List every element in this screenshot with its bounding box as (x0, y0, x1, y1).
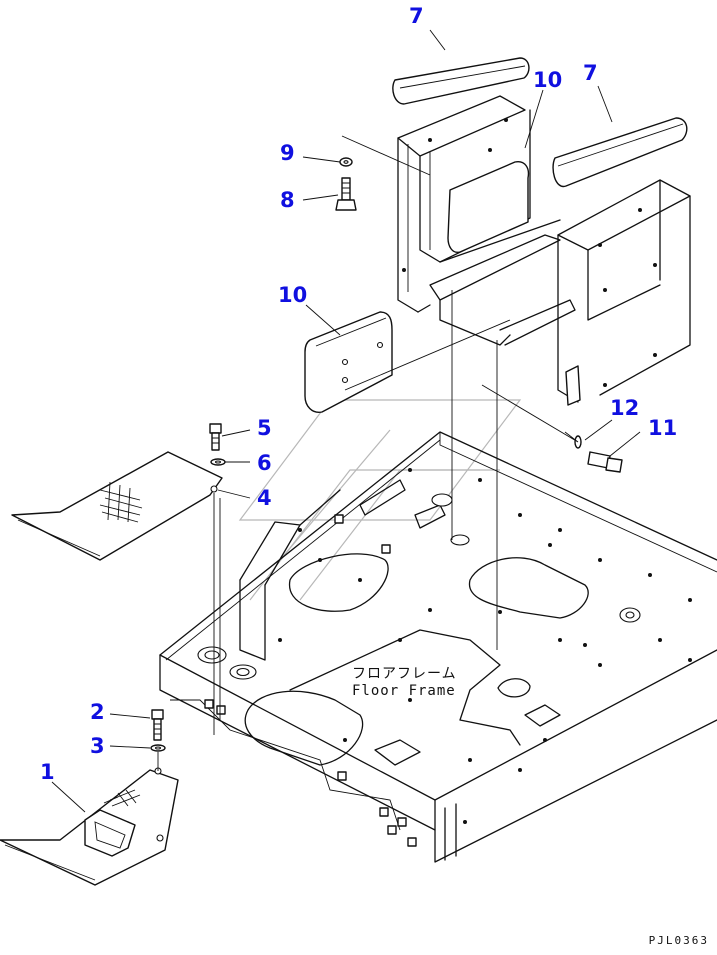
part-8-bolt (335, 177, 357, 211)
part-1-step-plate (0, 767, 179, 886)
callout-8: 8 (280, 188, 295, 212)
part-7-pad-left (392, 57, 530, 105)
part-5-bolt (209, 423, 222, 451)
callout-2: 2 (90, 700, 105, 724)
part-10-bracket-left (397, 95, 561, 313)
callout-1: 1 (40, 760, 55, 784)
callout-4: 4 (257, 486, 272, 510)
callout-10-upper: 10 (533, 68, 563, 92)
assembly-line-9 (341, 135, 431, 176)
part-7-pad-right (552, 117, 688, 188)
callout-6: 6 (257, 451, 272, 475)
drawing-code: PJL0363 (648, 934, 709, 947)
assembly-line-11 (481, 384, 579, 443)
callout-12: 12 (610, 396, 640, 420)
part-11-bolt (587, 451, 623, 473)
part-2-bolt (151, 709, 164, 741)
part-4-step-plate (11, 451, 223, 561)
callout-10-lower: 10 (278, 283, 308, 307)
leader-lines (51, 29, 641, 813)
floor-frame-label-english: Floor Frame (352, 683, 456, 699)
part-10-backrest-pad (304, 311, 393, 413)
assembly-line-pad (344, 319, 511, 391)
part-6-washer (210, 458, 226, 466)
part-10-bracket-right (429, 179, 691, 406)
floor-frame-label: フロアフレーム Floor Frame (352, 666, 457, 700)
floor-frame-label-japanese: フロアフレーム (352, 666, 457, 682)
callout-9: 9 (280, 141, 295, 165)
callout-5: 5 (257, 416, 272, 440)
callout-11: 11 (648, 416, 678, 440)
floor-frame (159, 431, 717, 863)
callout-3: 3 (90, 734, 105, 758)
part-9-washer (339, 157, 353, 167)
callout-7-right: 7 (583, 61, 598, 85)
part-3-washer (150, 744, 166, 752)
callout-7-left: 7 (409, 4, 424, 28)
